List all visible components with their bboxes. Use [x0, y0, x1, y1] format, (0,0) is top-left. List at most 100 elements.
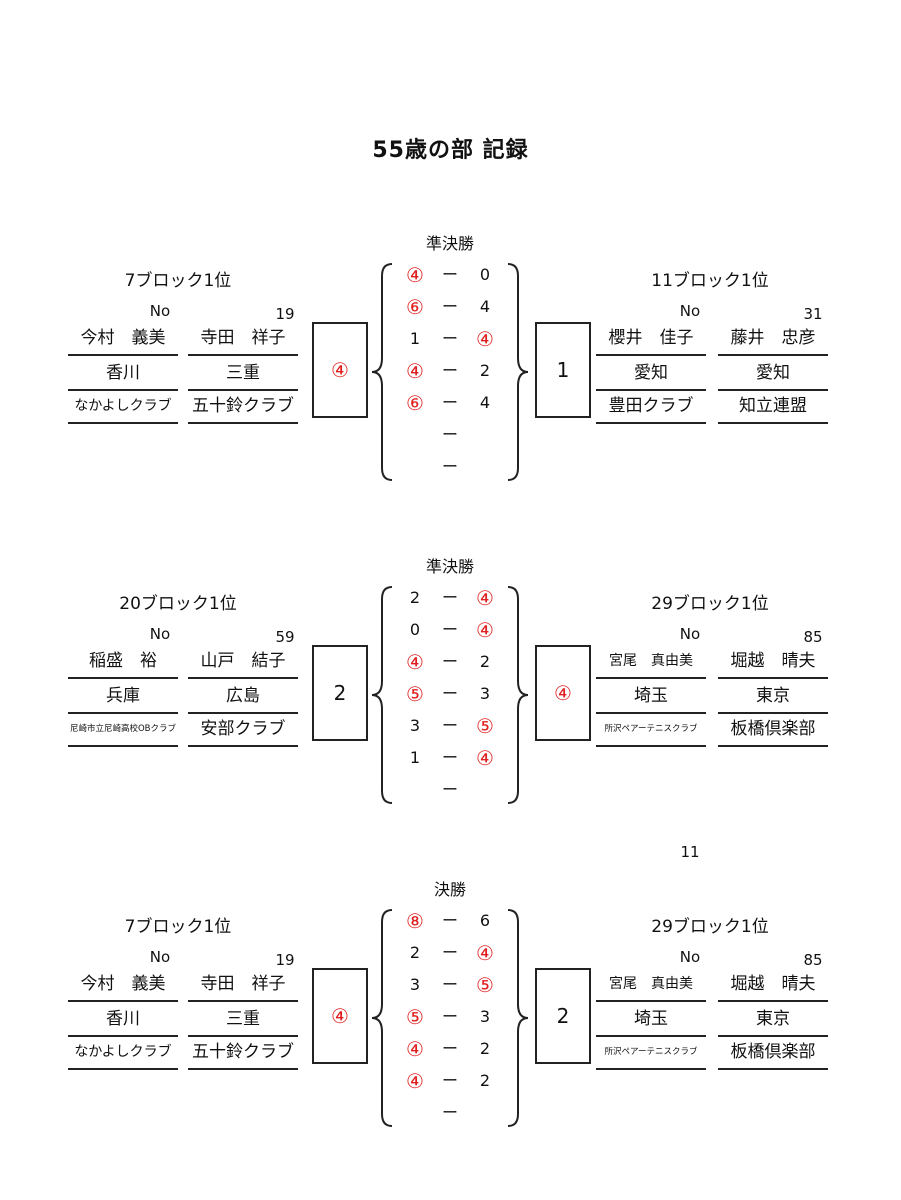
score-dash: ー	[441, 684, 458, 703]
right-team-number: 85	[803, 951, 823, 969]
left-club-2: 五十鈴クラブ	[188, 390, 298, 424]
score-dash: ー	[441, 1007, 458, 1026]
score-right: 2	[479, 361, 491, 380]
score-dash: ー	[441, 975, 458, 994]
right-club-1: 所沢ペアーテニスクラブ	[596, 713, 706, 747]
score-right: ④	[476, 618, 494, 642]
score-left: 2	[409, 588, 421, 607]
right-club-2: 知立連盟	[718, 390, 828, 424]
page-title: 55歳の部 記録	[372, 138, 529, 163]
score-right: 2	[479, 1039, 491, 1058]
right-prefecture-2: 東京	[718, 680, 828, 714]
right-team-number: 31	[803, 305, 823, 323]
left-total-box: ④	[312, 322, 368, 418]
left-block-label: 20ブロック1位	[119, 594, 237, 614]
score-row: ー	[398, 420, 502, 450]
score-left: ⑥	[406, 295, 424, 319]
score-right: 3	[479, 1007, 491, 1026]
right-block-label: 29ブロック1位	[651, 917, 769, 937]
left-player-1: 今村 義美	[68, 322, 178, 356]
score-left: ④	[406, 359, 424, 383]
right-total-box: ④	[535, 645, 591, 741]
left-team-number: 59	[275, 628, 295, 646]
score-left	[398, 420, 432, 450]
right-total-value: 1	[556, 358, 570, 382]
right-total-box: 1	[535, 322, 591, 418]
score-left	[398, 1098, 432, 1128]
left-brace	[371, 909, 393, 1127]
score-dash: ー	[441, 361, 458, 380]
score-dash: ー	[441, 329, 458, 348]
score-right: 4	[479, 393, 491, 412]
left-player-2: 寺田 祥子	[188, 322, 298, 356]
left-total-box: ④	[312, 968, 368, 1064]
left-club-2: 安部クラブ	[188, 713, 298, 747]
score-right	[468, 1098, 502, 1128]
stage-label: 準決勝	[425, 234, 474, 253]
right-total-value: 2	[556, 1004, 570, 1028]
left-club-1: 尼崎市立尼崎高校OBクラブ	[68, 713, 178, 747]
right-brace	[507, 586, 529, 804]
left-no-label: No	[149, 625, 171, 643]
score-right: ④	[476, 586, 494, 610]
left-prefecture-1: 香川	[68, 357, 178, 391]
right-total-value: ④	[554, 681, 572, 705]
right-club-2: 板橋倶楽部	[718, 713, 828, 747]
score-right: 2	[479, 1071, 491, 1090]
score-dash: ー	[441, 1039, 458, 1058]
score-left: 0	[409, 620, 421, 639]
left-prefecture-2: 広島	[188, 680, 298, 714]
score-left: ④	[406, 1069, 424, 1093]
right-prefecture-1: 埼玉	[596, 680, 706, 714]
left-prefecture-2: 三重	[188, 357, 298, 391]
right-player-1: 櫻井 佳子	[596, 322, 706, 356]
right-club-2: 板橋倶楽部	[718, 1036, 828, 1070]
score-dash: ー	[441, 716, 458, 735]
score-left	[398, 775, 432, 805]
score-left: ④	[406, 650, 424, 674]
right-player-2: 藤井 忠彦	[718, 322, 828, 356]
score-dash: ー	[441, 393, 458, 412]
left-club-2: 五十鈴クラブ	[188, 1036, 298, 1070]
score-left: 2	[409, 943, 421, 962]
stage-label: 決勝	[433, 880, 466, 899]
left-player-1: 稲盛 裕	[68, 645, 178, 679]
left-player-2: 寺田 祥子	[188, 968, 298, 1002]
right-player-2: 堀越 晴夫	[718, 645, 828, 679]
right-prefecture-2: 愛知	[718, 357, 828, 391]
left-no-label: No	[149, 948, 171, 966]
right-total-box: 2	[535, 968, 591, 1064]
score-row: ー	[398, 775, 502, 805]
score-left: 3	[409, 975, 421, 994]
score-dash: ー	[441, 457, 458, 476]
right-prefecture-1: 愛知	[596, 357, 706, 391]
left-total-box: 2	[312, 645, 368, 741]
right-player-1: 宮尾 真由美	[596, 645, 706, 679]
right-team-number: 85	[803, 628, 823, 646]
score-row: ー	[398, 1098, 502, 1128]
score-left	[398, 452, 432, 482]
left-block-label: 7ブロック1位	[124, 271, 232, 291]
right-club-1: 所沢ペアーテニスクラブ	[596, 1036, 706, 1070]
left-total-value: ④	[331, 358, 349, 382]
score-dash: ー	[441, 297, 458, 316]
score-left: 1	[409, 329, 421, 348]
score-left: ⑤	[406, 1005, 424, 1029]
score-right: 6	[479, 911, 491, 930]
